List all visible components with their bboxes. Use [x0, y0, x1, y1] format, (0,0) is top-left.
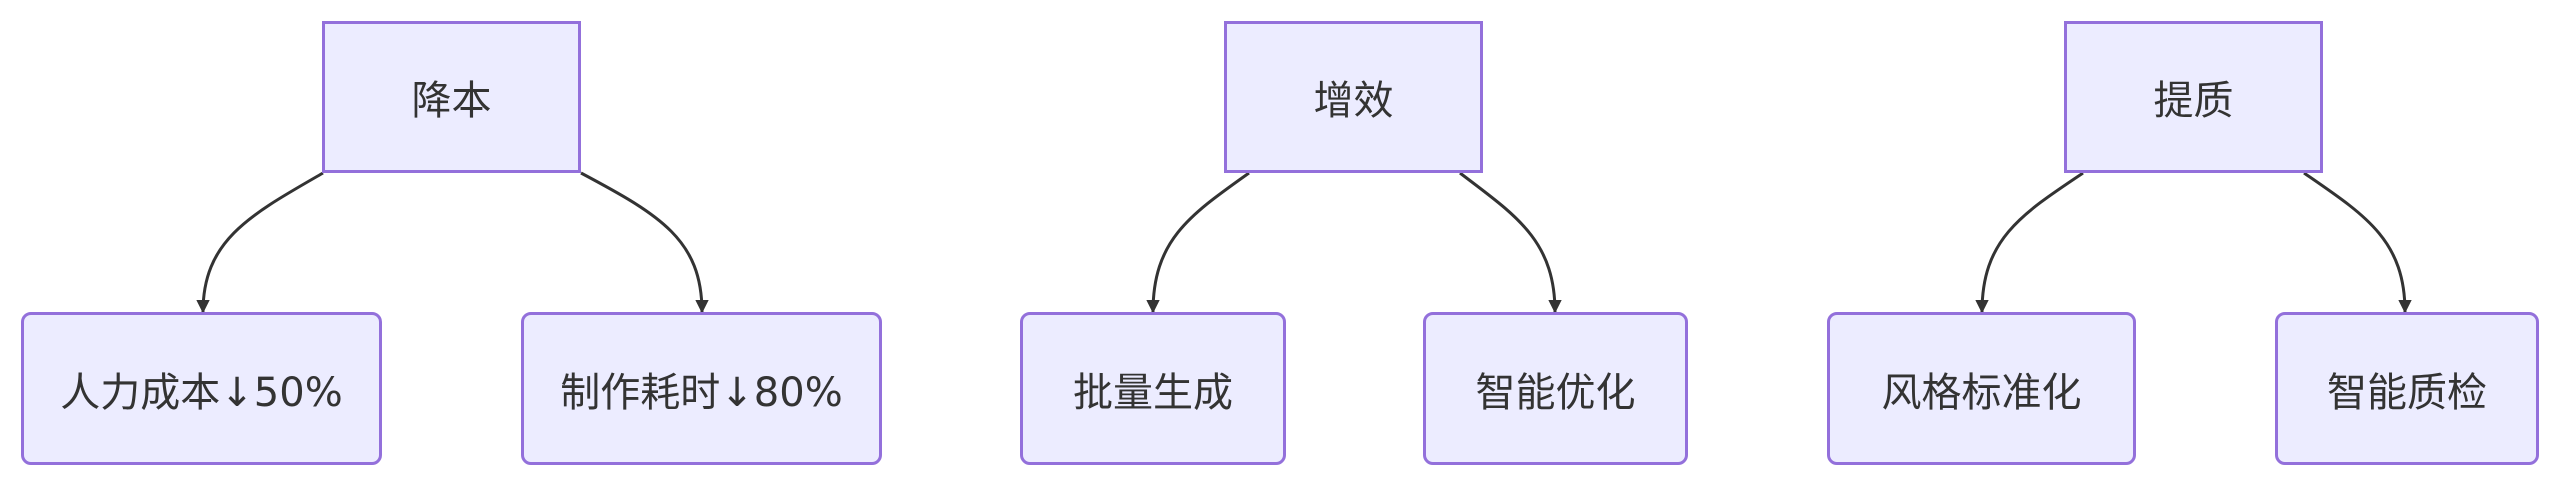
edge-efficiency-to-batch-generation	[1146, 171, 1250, 314]
node-quality: 提质	[2064, 21, 2323, 173]
node-cost-reduction-label: 降本	[411, 78, 492, 124]
edge-efficiency-to-smart-optimization	[1459, 171, 1562, 314]
edge-quality-to-smart-inspection	[2303, 171, 2412, 314]
node-production-time: 制作耗时↓80%	[521, 312, 882, 465]
node-smart-inspection: 智能质检	[2275, 312, 2539, 465]
node-production-time-label: 制作耗时↓80%	[560, 369, 843, 416]
node-labor-cost: 人力成本↓50%	[21, 312, 382, 465]
node-efficiency-label: 增效	[1313, 78, 1394, 124]
node-batch-generation-label: 批量生成	[1073, 369, 1233, 416]
edge-cost-reduction-to-production-time	[580, 171, 709, 314]
node-smart-optimization-label: 智能优化	[1475, 369, 1636, 416]
node-batch-generation: 批量生成	[1020, 312, 1286, 465]
edge-cost-reduction-to-labor-cost	[196, 171, 324, 314]
node-cost-reduction: 降本	[322, 21, 581, 173]
node-style-standardization-label: 风格标准化	[1881, 369, 2082, 416]
node-smart-optimization: 智能优化	[1423, 312, 1688, 465]
node-style-standardization: 风格标准化	[1827, 312, 2136, 465]
node-efficiency: 增效	[1224, 21, 1483, 173]
edge-quality-to-style-standardization	[1975, 171, 2084, 314]
node-smart-inspection-label: 智能质检	[2327, 369, 2487, 416]
node-labor-cost-label: 人力成本↓50%	[60, 369, 343, 416]
node-quality-label: 提质	[2153, 78, 2234, 124]
